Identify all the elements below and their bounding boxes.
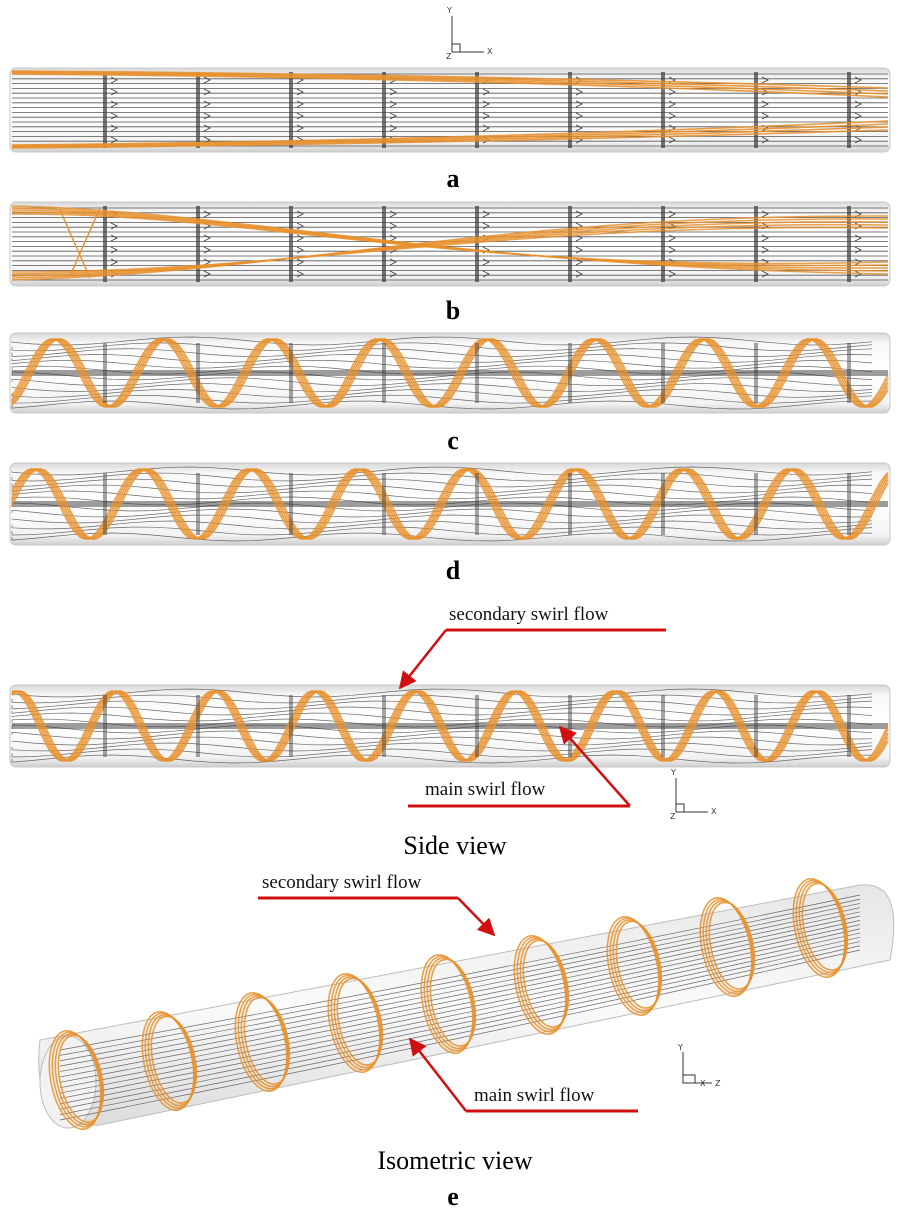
panel-d-tube <box>10 463 890 545</box>
streamline-band <box>289 695 293 757</box>
streamline-band <box>847 473 851 535</box>
panel-e-side-tube <box>10 685 890 767</box>
axis-iso-z-label: Z <box>715 1079 720 1088</box>
streamline-band <box>289 343 293 403</box>
axis-side-z-label: Z <box>670 812 675 821</box>
side-view-caption: Side view <box>305 831 605 861</box>
panel-b-tube <box>10 202 890 286</box>
streamline-band <box>847 343 851 403</box>
streamline-band <box>382 695 386 757</box>
axis-top-y-label: Y <box>447 6 452 15</box>
axis-top-z-label: Z <box>446 52 451 61</box>
axis-iso-y-label: Y <box>678 1043 683 1052</box>
axis-side-x-label: X <box>711 807 716 816</box>
streamline-band <box>754 343 758 403</box>
panel-a-tube <box>10 68 890 152</box>
streamline-band <box>196 72 200 148</box>
streamline-band <box>847 72 851 148</box>
panel-c-label: c <box>433 426 473 456</box>
panel-e-label: e <box>433 1182 473 1212</box>
iso-secondary-swirl-label: secondary swirl flow <box>262 872 421 894</box>
axis-triad-side <box>676 778 708 812</box>
streamline-band <box>289 206 293 282</box>
streamline-band <box>196 473 200 535</box>
streamline-band <box>196 343 200 403</box>
side-secondary-swirl-label: secondary swirl flow <box>449 604 608 626</box>
streamline-band <box>196 695 200 757</box>
isometric-view-caption: Isometric view <box>305 1146 605 1176</box>
streamline-band <box>382 343 386 403</box>
streamline-band <box>568 206 572 282</box>
streamline-band <box>475 343 479 403</box>
panel-c-tube <box>10 333 890 413</box>
streamline-band <box>568 473 572 535</box>
iso-main-swirl-label: main swirl flow <box>474 1085 594 1107</box>
streamline-band <box>103 343 107 403</box>
axis-triad-iso <box>683 1052 712 1083</box>
axis-top-x-label: X <box>487 47 492 56</box>
streamline-band <box>847 695 851 757</box>
streamline-band <box>289 72 293 148</box>
iso-secondary-callout <box>258 898 494 935</box>
streamline-band <box>382 473 386 535</box>
isometric-tube <box>39 874 894 1134</box>
streamline-band <box>475 473 479 535</box>
streamline-band <box>289 473 293 535</box>
panel-a-label: a <box>433 164 473 194</box>
streamline-band <box>754 473 758 535</box>
axis-iso-x-label: X <box>700 1079 705 1088</box>
axis-triad-top <box>452 16 484 52</box>
streamline-band <box>196 206 200 282</box>
panel-d-label: d <box>433 556 473 586</box>
streamline-band <box>103 695 107 757</box>
streamline-band <box>382 72 386 148</box>
side-secondary-callout <box>400 630 666 688</box>
streamline-band <box>661 206 665 282</box>
streamline-band <box>661 473 665 535</box>
panel-b-label: b <box>433 296 473 326</box>
streamline-band <box>568 695 572 757</box>
axis-side-y-label: Y <box>671 768 676 777</box>
streamline-band <box>382 206 386 282</box>
streamline-band <box>661 343 665 403</box>
side-main-swirl-label: main swirl flow <box>425 779 545 801</box>
streamline-band <box>568 343 572 403</box>
streamline-band <box>661 695 665 757</box>
streamline-band <box>103 473 107 535</box>
streamline-band <box>103 72 107 148</box>
streamline-band <box>475 695 479 757</box>
streamline-band <box>475 206 479 282</box>
streamline-band <box>754 695 758 757</box>
